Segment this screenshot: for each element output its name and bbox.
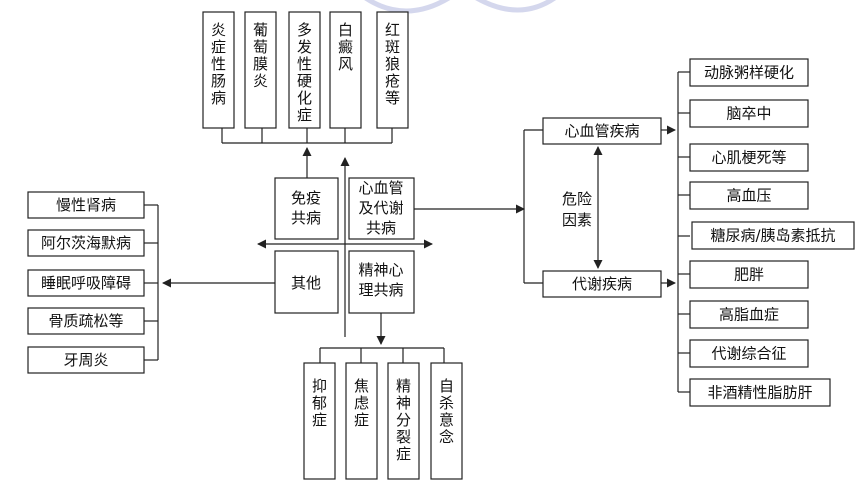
other-disease-item-label: 慢性肾病 [56, 196, 116, 214]
mental-disorder-item-char: 焦 [354, 377, 369, 395]
autoimmune-item-char: 炎 [253, 72, 268, 90]
autoimmune-item-box [329, 11, 362, 129]
immune-label-line2: 共病 [291, 209, 321, 227]
metabolic-item-box [689, 300, 809, 329]
right-disease-lists: 动脉粥样硬化脑卒中心肌梗死等高血压糖尿病/胰岛素抵抗肥胖高脂血症代谢综合征非酒精… [689, 58, 855, 407]
other-label: 其他 [291, 274, 321, 292]
immune-label-line1: 免疫 [291, 189, 321, 207]
autoimmune-item-char: 病 [211, 89, 226, 107]
metabolic-item-label: 糖尿病/胰岛素抵抗 [710, 227, 835, 245]
mental-disorder-item-char: 神 [396, 394, 411, 412]
cardiovascular-item-label: 脑卒中 [726, 105, 771, 123]
metabolic-item-label: 肥胖 [734, 266, 764, 284]
autoimmune-item-char: 狼 [385, 55, 400, 73]
autoimmune-item-char: 膜 [253, 55, 268, 73]
autoimmune-item-char: 多 [297, 21, 312, 39]
autoimmune-item-char: 性 [297, 55, 312, 73]
autoimmune-item-char: 症 [297, 106, 312, 124]
mental-disorder-item-char: 裂 [396, 428, 411, 446]
mental-disorder-item-box [430, 362, 463, 480]
mental-disorder-item-char: 杀 [439, 394, 454, 412]
cardio-label-line2: 及代谢 [358, 199, 403, 217]
metabolic-item-box [689, 378, 831, 407]
cardiovascular-item-label: 高血压 [726, 187, 771, 205]
autoimmune-item-char: 炎 [211, 21, 226, 39]
autoimmune-item-box [244, 11, 277, 129]
other-disease-item-label: 骨质疏松等 [48, 312, 123, 330]
mental-label-line2: 理共病 [358, 281, 403, 299]
cardiovascular-disease-box [542, 117, 662, 145]
autoimmune-item-char: 萄 [253, 38, 268, 56]
autoimmune-item-char: 硬 [297, 72, 312, 90]
cardiovascular-disease-label: 心血管疾病 [564, 122, 639, 140]
other-comorbidity-box [274, 250, 339, 314]
cardio-metabolic-comorbidity-box [348, 177, 415, 240]
mental-disorder-item-char: 郁 [312, 394, 327, 412]
mental-disorder-item-char: 抑 [312, 377, 327, 395]
mental-disorder-item-char: 意 [439, 411, 454, 429]
metabolic-item-label: 非酒精性脂肪肝 [707, 384, 812, 402]
autoimmune-item-char: 白 [338, 21, 353, 39]
mental-disorder-item-char: 症 [312, 411, 327, 429]
cardiovascular-item-box [689, 143, 809, 172]
metabolic-disease-label: 代谢疾病 [572, 275, 632, 293]
metabolic-item-label: 高脂血症 [719, 306, 779, 324]
autoimmune-item-char: 风 [338, 55, 353, 73]
other-disease-item-box [27, 191, 145, 219]
other-disease-item-box [27, 229, 145, 257]
other-disease-item-label: 睡眠呼吸障碍 [41, 274, 131, 292]
immune-comorbidity-box [274, 177, 339, 240]
autoimmune-item-box [202, 11, 235, 129]
cardiovascular-item-box [689, 181, 809, 210]
autoimmune-item-char: 癜 [338, 38, 353, 56]
cardiovascular-item-label: 动脉粥样硬化 [704, 64, 794, 82]
mental-disorder-item-char: 症 [396, 445, 411, 463]
other-disease-item-label: 牙周炎 [63, 351, 108, 369]
mental-disorder-item-char: 自 [439, 377, 454, 395]
metabolic-item-box [689, 339, 809, 368]
metabolic-item-box [691, 221, 855, 250]
mental-disorder-item-char: 精 [396, 377, 411, 395]
metabolic-disease-box [542, 270, 662, 298]
autoimmune-item-char: 等 [385, 89, 400, 107]
cardiovascular-item-box [689, 58, 809, 87]
autoimmune-item-char: 葡 [253, 21, 268, 39]
autoimmune-item-char: 化 [297, 89, 312, 107]
cardio-label-line3: 共病 [366, 219, 396, 237]
mental-comorbidity-box [348, 250, 415, 314]
other-disease-item-box [27, 307, 145, 335]
risk-factor-label-line2: 因素 [562, 211, 592, 229]
mental-disorder-item-box [345, 362, 378, 480]
mental-disorder-item-char: 虑 [354, 394, 369, 412]
autoimmune-item-char: 红 [385, 21, 400, 39]
risk-factor-label-line1: 危险 [562, 190, 592, 208]
autoimmune-item-char: 疮 [385, 72, 400, 90]
mental-disorder-item-char: 念 [439, 428, 454, 446]
autoimmune-item-char: 症 [211, 38, 226, 56]
mental-label-line1: 精神心 [358, 261, 403, 279]
mental-disorder-item-char: 症 [354, 411, 369, 429]
mental-disorder-item-char: 分 [396, 411, 411, 429]
other-disease-item-label: 阿尔茨海默病 [41, 234, 131, 252]
cardiovascular-item-label: 心肌梗死等 [711, 149, 786, 167]
mental-disorder-item-box [387, 362, 420, 480]
metabolic-item-label: 代谢综合征 [711, 345, 786, 363]
autoimmune-item-char: 性 [211, 55, 226, 73]
mental-disorder-item-box [303, 362, 336, 480]
autoimmune-item-char: 肠 [211, 72, 226, 90]
autoimmune-item-box [288, 11, 321, 129]
cardio-label-line1: 心血管 [358, 179, 403, 197]
autoimmune-item-char: 发 [297, 38, 312, 56]
autoimmune-item-char: 斑 [385, 38, 400, 56]
watermark-decoration [364, 0, 556, 14]
